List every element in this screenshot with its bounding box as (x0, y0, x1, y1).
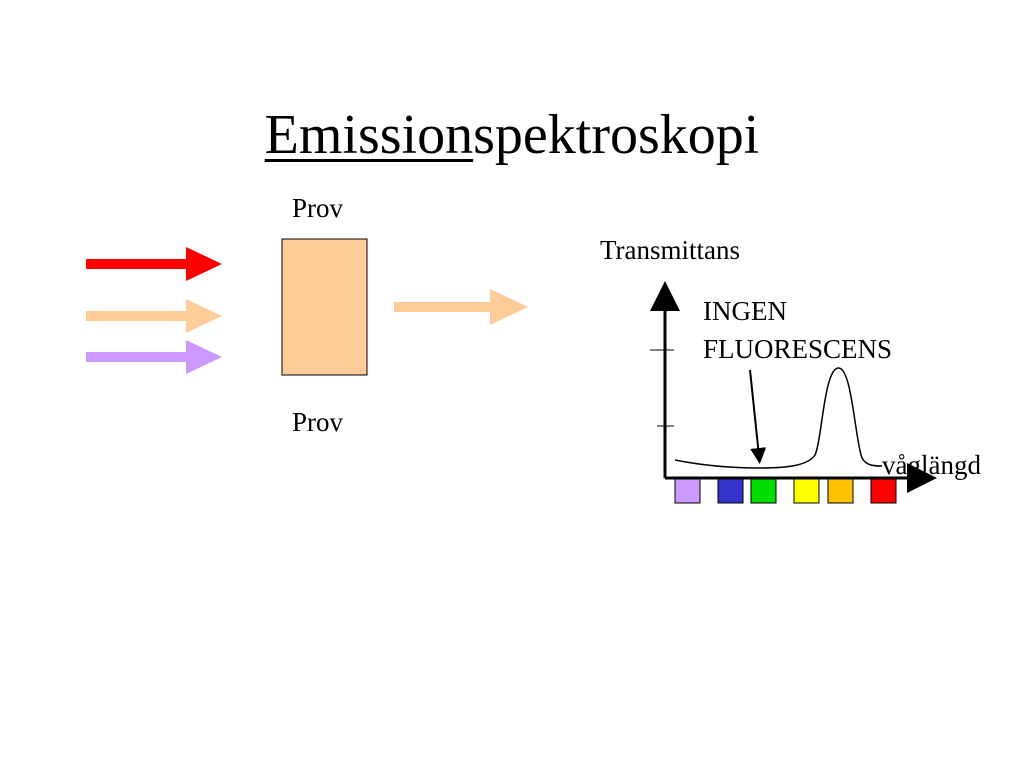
title-rest: spektroskopi (473, 104, 760, 166)
arrow-incoming-red (86, 247, 222, 281)
annotation-label: INGEN FLUORESCENS (703, 292, 892, 368)
annotation-line-1: INGEN (703, 296, 787, 326)
y-axis-label: Transmittans (600, 235, 741, 265)
swatch-yellow (793, 478, 820, 504)
emission-curve (674, 367, 883, 469)
arrow-incoming-peach (86, 299, 222, 333)
swatch-green (750, 478, 777, 504)
sample-box (281, 238, 368, 376)
swatch-red (870, 478, 897, 504)
color-swatches (674, 478, 897, 504)
arrow-outgoing (394, 289, 528, 325)
swatch-violet (674, 478, 701, 504)
swatch-blue (717, 478, 744, 504)
sample-label-top: Prov (292, 193, 344, 223)
annotation-line-2: FLUORESCENS (703, 334, 893, 364)
sample-label-bottom: Prov (292, 407, 344, 437)
arrow-incoming-violet (86, 340, 222, 374)
swatch-orange (827, 478, 854, 504)
annotation-pointer (749, 369, 767, 464)
slide-title: Emissionspektroskopi (0, 100, 1024, 170)
title-underlined-part: Emission (264, 104, 474, 166)
